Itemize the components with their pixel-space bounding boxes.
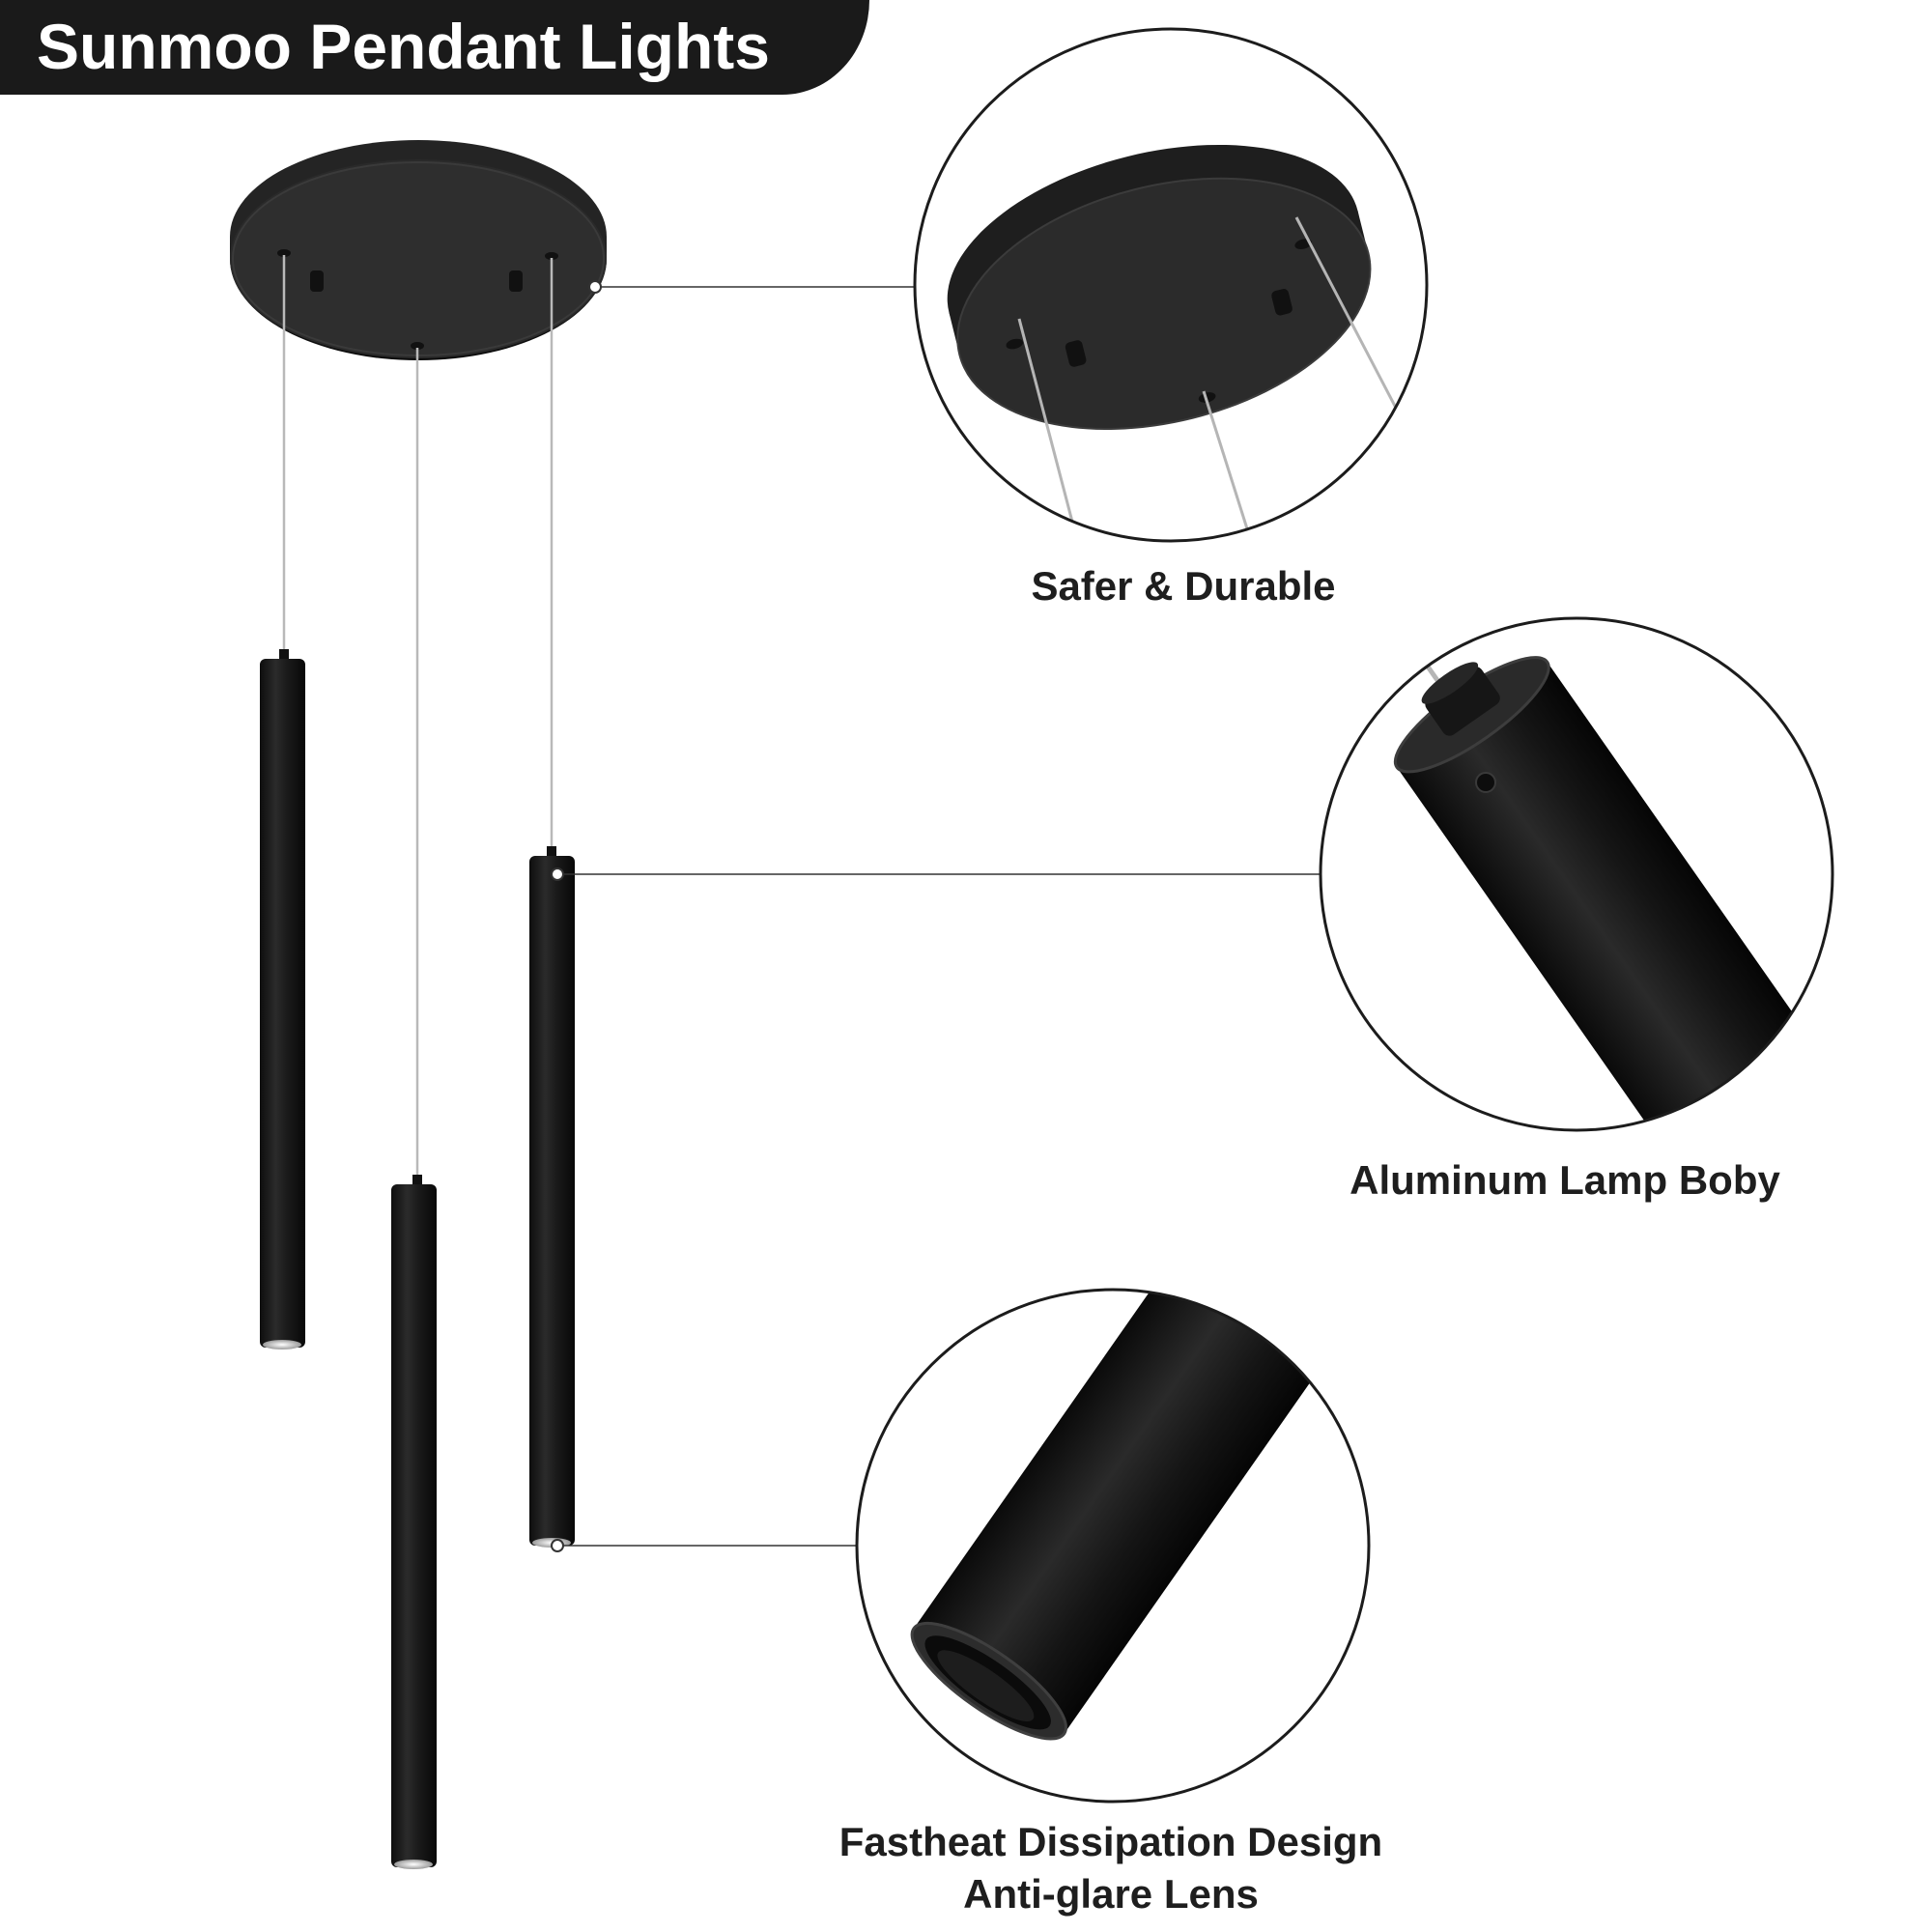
page-title: Sunmoo Pendant Lights [37, 11, 770, 82]
canopy [230, 140, 607, 360]
suspension-cables [282, 255, 554, 1179]
title-banner: Sunmoo Pendant Lights [0, 0, 869, 95]
feature-label-lamp-body: Aluminum Lamp Boby [1350, 1157, 1780, 1203]
pendant-fixture [230, 140, 607, 1869]
detail-circle-lamp-body [1319, 616, 1834, 1132]
pendant-tube-left [260, 649, 305, 1350]
leader-lines [551, 280, 1321, 1552]
detail-circle-canopy [913, 27, 1429, 543]
pendant-tube-center [391, 1175, 437, 1869]
feature-label-safer-durable: Safer & Durable [1031, 563, 1336, 609]
feature-label-heat-lens: Fastheat Dissipation Design Anti-glare L… [802, 1816, 1420, 1920]
pendant-tube-right [529, 846, 575, 1548]
detail-circle-lens [855, 1288, 1371, 1804]
feature-label-anti-glare: Anti-glare Lens [963, 1871, 1259, 1917]
feature-label-heat-dissipation: Fastheat Dissipation Design [838, 1819, 1383, 1864]
